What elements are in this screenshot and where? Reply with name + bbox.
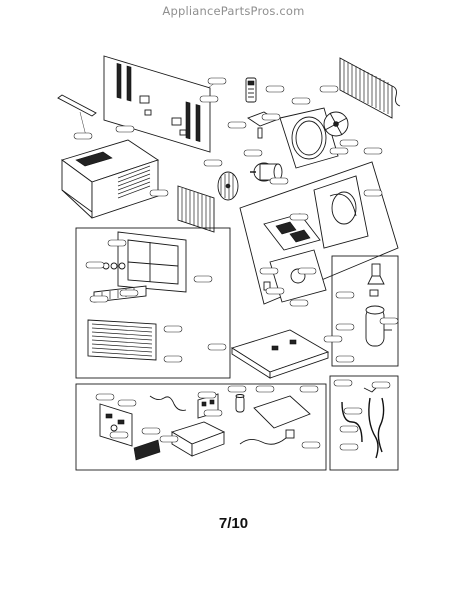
fan-motor [250, 162, 283, 182]
top-gasket-strip [57, 94, 97, 117]
condenser-coil [339, 57, 401, 119]
compressor-box [331, 255, 399, 367]
callout-labels [73, 77, 399, 451]
electrical-case [170, 421, 226, 457]
front-grille-frame [117, 231, 187, 293]
control-board [99, 403, 133, 447]
display-panel [133, 439, 161, 461]
piping-box [329, 375, 399, 471]
front-panel-box [75, 227, 231, 379]
evaporator-coil [177, 185, 215, 233]
watermark: AppliancePartsPros.com [162, 4, 305, 18]
knob-set [102, 262, 126, 270]
power-cord [239, 429, 295, 445]
partition-plate [103, 55, 211, 153]
shroud [279, 107, 339, 169]
electrical-box [75, 383, 327, 471]
blower-wheel [217, 171, 239, 201]
control-box-plate [263, 213, 321, 251]
capacitor [235, 394, 245, 413]
insulation-sheet [253, 395, 311, 429]
page-number: 7/10 [218, 515, 249, 532]
compressor-mount-parts [367, 263, 385, 297]
refrigerant-piping [341, 387, 385, 459]
compressor [365, 305, 392, 347]
air-guide-housing [313, 175, 369, 249]
wire-harness-1 [149, 395, 187, 411]
cabinet-case [61, 139, 160, 219]
intake-grille [87, 319, 157, 361]
air-guide-box [239, 161, 399, 305]
condenser-fan [323, 111, 349, 137]
remote-control [245, 77, 257, 103]
base-pan [230, 329, 330, 379]
